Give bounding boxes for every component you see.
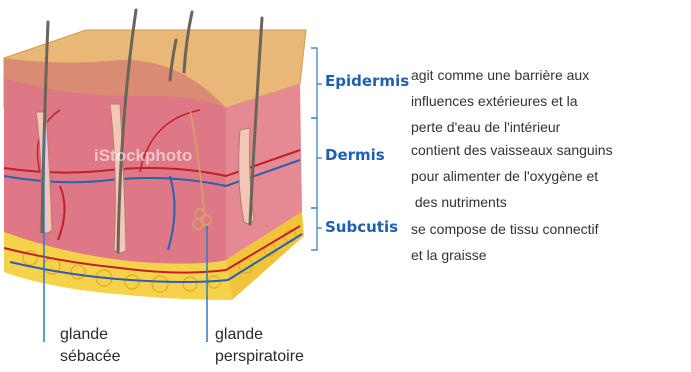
dermis-description-line: des nutriments [411,189,613,215]
subcutis-description: se compose de tissu connectif et la grai… [411,216,599,268]
dermis-description-line: contient des vaisseaux sanguins [411,137,613,163]
dermis-label: Dermis [325,146,385,164]
callout-line: glande [60,324,121,346]
callout-line: sébacée [60,346,121,368]
subcutis-description-line: et la graisse [411,242,599,268]
epidermis-label: Epidermis [325,72,409,90]
callout-line: perspiratoire [215,346,304,368]
epidermis-description-line: influences extérieures et la [411,88,589,114]
sweat-gland-label: glande perspiratoire [215,324,304,368]
subcutis-description-line: se compose de tissu connectif [411,216,599,242]
watermark-text: iStockphoto [94,146,192,166]
callout-line: glande [215,324,304,346]
dermis-description: contient des vaisseaux sanguins pour ali… [411,137,613,215]
sebaceous-gland-label: glande sébacée [60,324,121,368]
subcutis-label: Subcutis [325,218,398,236]
epidermis-description-line: agit comme une barrière aux [411,62,589,88]
dermis-description-line: pour alimenter de l'oxygène et [411,163,613,189]
epidermis-description: agit comme une barrière aux influences e… [411,62,589,140]
